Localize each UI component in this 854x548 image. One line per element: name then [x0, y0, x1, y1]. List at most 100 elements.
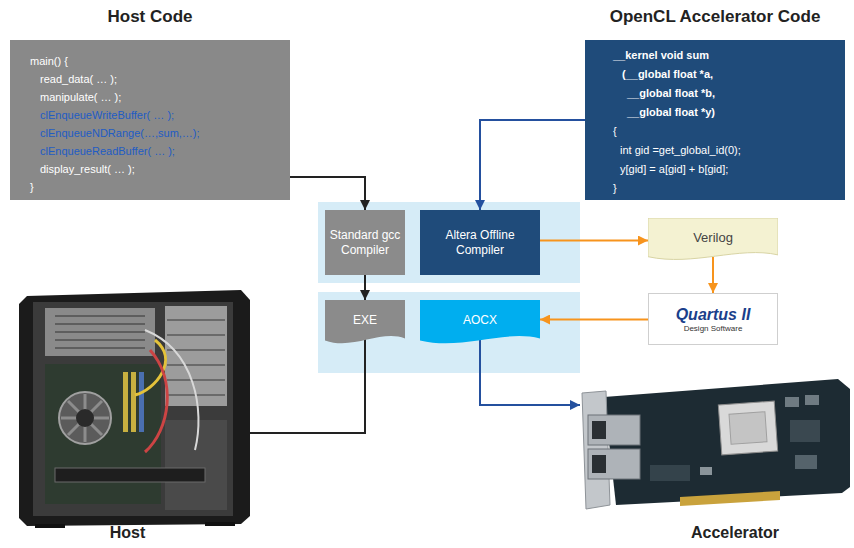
code-line: clEnqueueNDRange(…,sum,…);: [10, 124, 282, 142]
document-shape: Verilog: [648, 218, 778, 263]
illustration-part: [795, 455, 817, 469]
code-line: }: [585, 179, 837, 198]
illustration-part: [55, 323, 145, 325]
illustration-part: [165, 306, 227, 406]
code-line: }: [10, 178, 282, 196]
accelerator-card-illustration: [582, 379, 850, 509]
compiler-box: Altera Offline Compiler: [420, 210, 540, 275]
illustration-part: [45, 308, 155, 356]
illustration-part: [167, 319, 225, 321]
document-shape: EXE: [325, 300, 405, 347]
host-code-box: Host Codemain() {read_data( … );manipula…: [10, 40, 290, 200]
label-holder: Accelerator: [580, 524, 850, 542]
illustration-part: [650, 465, 690, 481]
compiler-box: Standard gcc Compiler: [325, 210, 405, 275]
code-line: display_result( … );: [10, 160, 282, 178]
file-label: EXE: [353, 313, 377, 327]
document-outline-path: [648, 218, 778, 259]
illustration-part: [145, 350, 167, 452]
host-computer: Host: [5, 290, 250, 542]
tool-logo-box: Quartus IIDesign Software: [648, 293, 778, 345]
code-line: clEnqueueReadBuffer( … );: [10, 142, 282, 160]
device-label: Host: [5, 524, 250, 542]
illustration-part: [592, 421, 606, 439]
code-line: manipulate( … );: [10, 88, 282, 106]
illustration-part: [55, 339, 145, 341]
illustration-part: [45, 364, 161, 504]
code-line: read_data( … );: [10, 70, 282, 88]
illustration-part: [680, 491, 780, 506]
document-outline-path: [420, 300, 540, 343]
illustration-part: [61, 394, 109, 442]
illustration-part: [139, 372, 144, 432]
illustration-part: [76, 409, 94, 427]
illustration-part: [167, 320, 225, 395]
illustration-part: [131, 372, 136, 432]
illustration-part: [592, 455, 606, 473]
illustration-part: [165, 420, 227, 510]
illustration-part: [123, 372, 128, 432]
illustration-part: [167, 334, 225, 336]
document-outline-path: [325, 300, 405, 343]
code-line: int gid =get_global_id(0);: [585, 141, 837, 160]
illustration-part: [167, 364, 225, 366]
illustration-part: [68, 401, 102, 435]
kernel-code-box: OpenCL Accelerator Code__kernel void sum…: [585, 40, 845, 200]
connector-arrow: [364, 275, 366, 300]
illustration-part: [19, 290, 250, 526]
process-label: Standard gcc Compiler: [329, 228, 401, 258]
code-line: (__global float *a,: [585, 65, 837, 84]
illustration-part: [205, 522, 235, 526]
document-shape: AOCX: [420, 300, 540, 347]
illustration-part: [55, 468, 205, 482]
illustration-part: [55, 331, 145, 333]
connector-arrow: [480, 120, 585, 210]
connector-arrow: [540, 319, 648, 321]
connector-arrow: [290, 177, 365, 210]
code-line: __global float *b,: [585, 84, 837, 103]
connector-arrow: [480, 339, 580, 405]
illustration-part: [604, 379, 850, 505]
label-holder: Host: [5, 524, 250, 542]
output-band: [318, 292, 580, 373]
logo-text: Quartus II: [676, 306, 751, 324]
illustration-part: [805, 395, 819, 405]
section-heading: OpenCL Accelerator Code: [610, 6, 821, 28]
illustration-part: [790, 420, 820, 442]
illustration-part: [588, 449, 640, 479]
illustration-part: [55, 315, 145, 317]
section-heading: Host Code: [108, 6, 193, 28]
illustration-part: [35, 524, 65, 528]
connector-arrow: [250, 339, 365, 433]
host-pc-illustration: [19, 290, 250, 528]
illustration-part: [55, 347, 145, 349]
connector-arrow: [540, 240, 648, 242]
code-line: y[gid] = a[gid] + b[gid];: [585, 160, 837, 179]
illustration-part: [167, 379, 225, 381]
accelerator-board: Accelerator: [580, 375, 850, 542]
illustration-part: [55, 316, 145, 348]
illustration-part: [718, 401, 777, 455]
logo-subtitle: Design Software: [684, 324, 743, 333]
illustration-part: [68, 401, 102, 435]
illustration-part: [718, 401, 777, 455]
code-line: {: [585, 122, 837, 141]
connector-arrow: [712, 257, 714, 293]
illustration-part: [729, 412, 767, 444]
illustration-part: [33, 302, 233, 516]
illustration-part: [700, 467, 712, 475]
code-line: __kernel void sum: [585, 46, 837, 65]
illustration-part: [145, 330, 198, 450]
device-label: Accelerator: [620, 524, 850, 542]
compiler-band: [318, 202, 580, 283]
code-line: clEnqueueWriteBuffer( … );: [10, 106, 282, 124]
process-label: Altera Offline Compiler: [442, 228, 518, 258]
illustration-part: [588, 415, 640, 445]
file-label: AOCX: [463, 313, 497, 327]
file-label: Verilog: [693, 230, 733, 245]
code-line: __global float *y): [585, 103, 837, 122]
illustration-part: [59, 392, 111, 444]
illustration-part: [785, 397, 799, 407]
code-line: main() {: [10, 52, 282, 70]
